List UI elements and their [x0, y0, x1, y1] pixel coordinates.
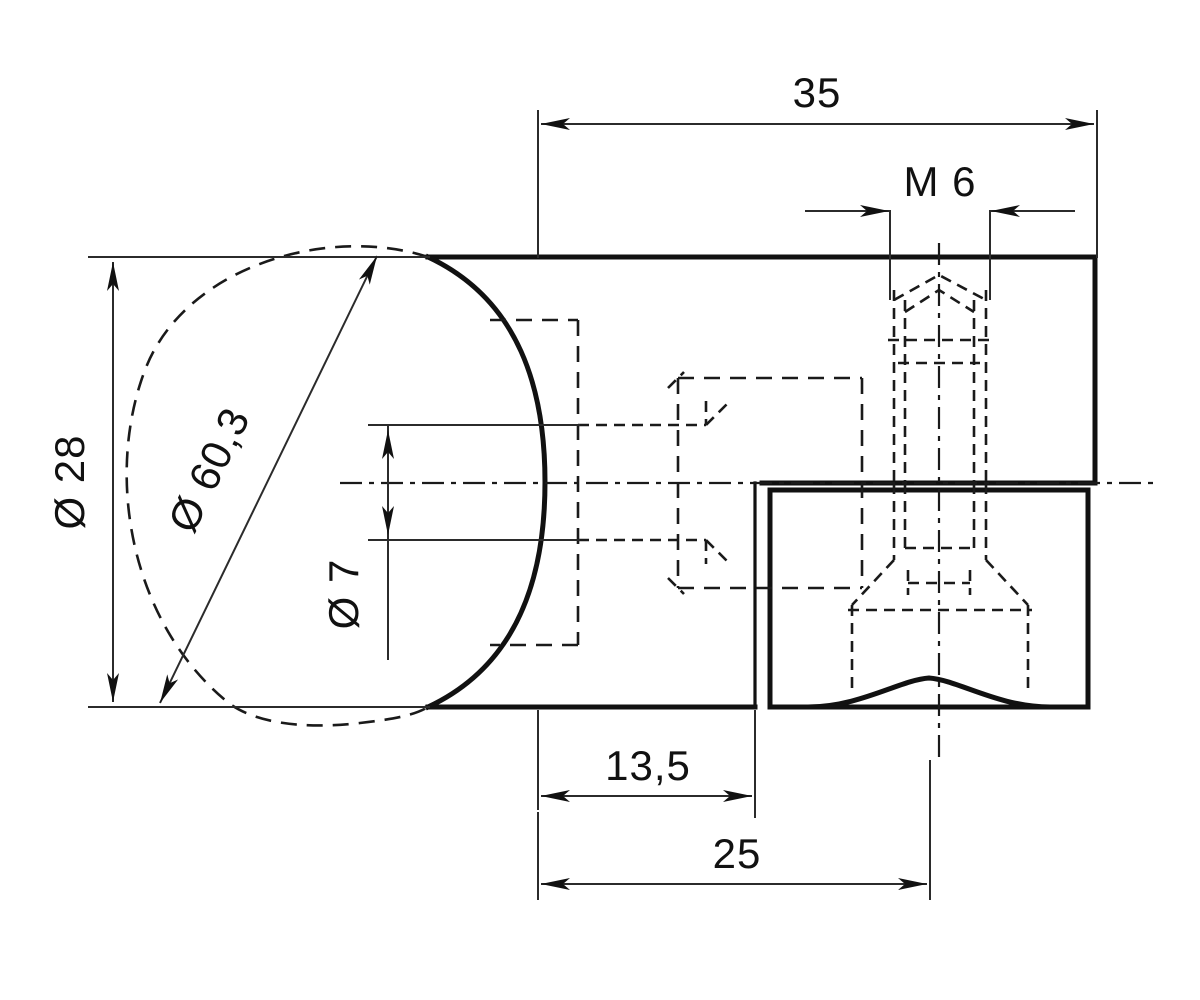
- dim-label-dia-28: Ø 28: [46, 434, 93, 529]
- dimension-m6: M 6: [805, 158, 1075, 300]
- pipe-circle-dashed: [125, 245, 429, 727]
- dim-label-35: 35: [793, 69, 842, 116]
- countersink-flare-left: [851, 559, 895, 606]
- dim-label-dia-60-3: Ø 60,3: [159, 400, 259, 539]
- centerlines-group: [340, 243, 1160, 760]
- counterbore-corner-flick-top: [667, 371, 685, 389]
- hidden-features-group: [125, 245, 1032, 727]
- dim-label-dia-7: Ø 7: [320, 559, 367, 630]
- dimension-13-5: 13,5: [537, 710, 756, 818]
- lower-block-outline: [767, 487, 1091, 710]
- ball-nose-profile: [424, 253, 548, 711]
- dim-label-25: 25: [713, 830, 762, 877]
- cone-chamfer-lower: [705, 539, 731, 565]
- dimension-dia-60-3: Ø 60,3: [159, 255, 378, 704]
- dim-label-m6: M 6: [903, 158, 976, 205]
- cone-chamfer-upper: [705, 400, 731, 426]
- countersink-flare-right: [985, 559, 1029, 606]
- dim-line-60-3: [159, 255, 378, 704]
- counterbore-corner-flick-bottom: [667, 577, 685, 595]
- dimension-dia-28: Ø 28: [46, 256, 430, 708]
- saddle-notch-arc: [767, 675, 1091, 710]
- dimension-35: 35: [537, 69, 1098, 258]
- drill-point-cone-inner: [904, 288, 975, 314]
- dim-label-13-5: 13,5: [605, 742, 691, 789]
- dimension-dia-7: Ø 7: [320, 424, 580, 660]
- dimension-25: 25: [537, 760, 931, 900]
